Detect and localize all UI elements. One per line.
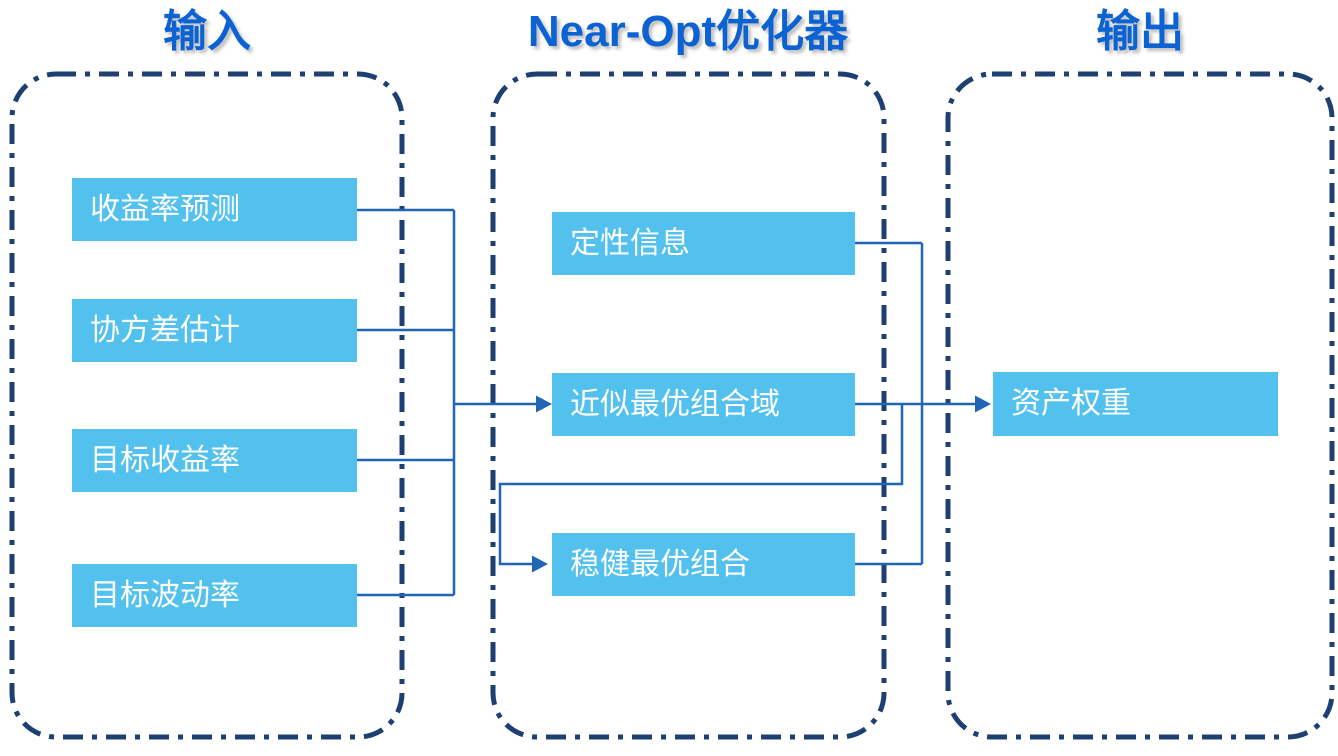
node-target-return: 目标收益率 (72, 429, 357, 492)
edge-input-merge-lines (357, 208, 456, 597)
arrowheads (532, 395, 991, 573)
node-covariance-estimate: 协方差估计 (72, 299, 357, 362)
node-robust-optimal-portfolio: 稳健最优组合 (552, 533, 855, 596)
output-column-title: 输出 (1096, 7, 1184, 56)
node-near-optimal-region: 近似最优组合域 (552, 373, 855, 436)
node-returns-forecast: 收益率预测 (72, 178, 357, 241)
edge-nearopt-to-robust (498, 404, 904, 566)
arrowhead-into-nearopt (536, 395, 552, 413)
node-qualitative-info: 定性信息 (552, 212, 855, 275)
node-target-volatility: 目标波动率 (72, 564, 357, 627)
input-column-title: 输入 (163, 7, 251, 56)
output-container-border (945, 71, 1335, 740)
node-asset-weights: 资产权重 (993, 372, 1278, 436)
arrowhead-into-robust (532, 555, 548, 573)
connector-lines (357, 208, 977, 597)
container-borders (9, 71, 1335, 740)
input-container-border (9, 71, 405, 740)
optimizer-column-title: Near-Opt优化器 (527, 7, 849, 56)
arrowhead-into-output (975, 395, 991, 413)
optimizer-container-border (490, 71, 887, 740)
